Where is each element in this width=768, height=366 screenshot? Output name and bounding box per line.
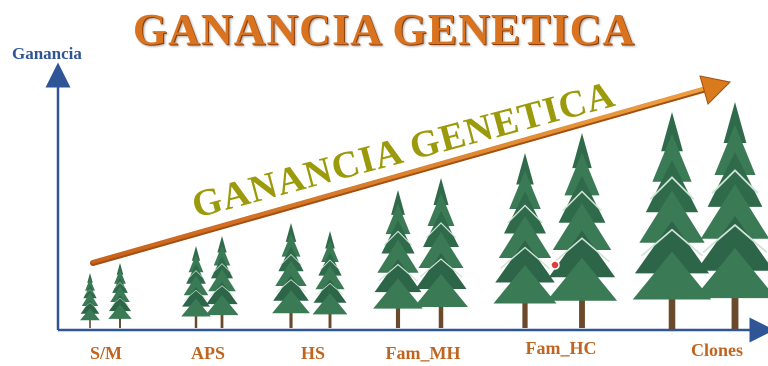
- arrow-label: GANANCIA GENETICA: [187, 73, 619, 226]
- tree-sm-1: [80, 273, 100, 328]
- tree-famhc-1: [494, 153, 557, 328]
- category-label-fam-mh: Fam_MH: [386, 343, 461, 364]
- tree-hs-2: [313, 231, 348, 328]
- tree-hs-1: [272, 223, 310, 328]
- category-label-aps: APS: [191, 343, 225, 364]
- category-label-sm: S/M: [90, 343, 122, 364]
- category-label-clones: Clones: [691, 340, 743, 361]
- tree-clones-2: [694, 102, 768, 330]
- tree-famhc-2: [547, 133, 617, 328]
- tree-aps-1: [181, 246, 211, 328]
- category-label-fam-hc: Fam_HC: [526, 338, 597, 359]
- category-label-hs: HS: [301, 343, 325, 364]
- tree-fammh-2: [414, 178, 468, 328]
- tree-sm-2: [108, 263, 131, 328]
- marker-dot: [551, 261, 559, 269]
- tree-fammh-1: [373, 190, 423, 328]
- tree-aps-2: [205, 236, 238, 328]
